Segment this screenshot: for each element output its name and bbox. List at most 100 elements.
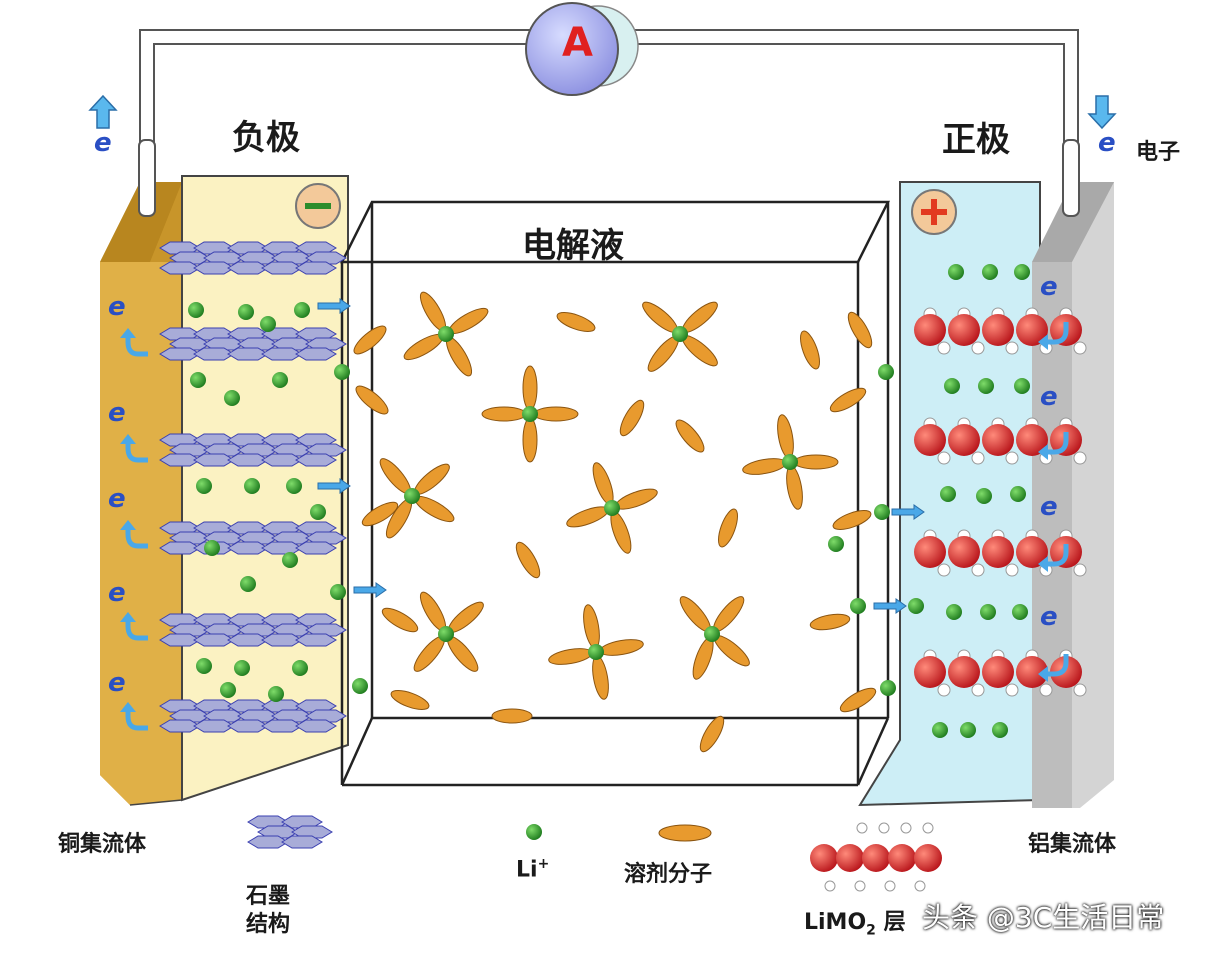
li-ion-dot xyxy=(404,488,420,504)
positive-sign-icon xyxy=(911,189,957,235)
li-ion-dot xyxy=(268,686,284,702)
anode-label: 负极 xyxy=(232,118,300,158)
solvent-molecule xyxy=(777,414,794,459)
electron-symbol: e xyxy=(108,398,126,428)
li-ion-dot xyxy=(982,264,998,280)
li-ion-dot xyxy=(940,486,956,502)
oxygen-atom xyxy=(1005,683,1019,697)
li-ion-dot xyxy=(946,604,962,620)
electron-flow-arrow-icon xyxy=(1044,654,1069,677)
li-ion-dot xyxy=(204,540,220,556)
li-ion-dot xyxy=(944,378,960,394)
oxygen-atom xyxy=(937,683,951,697)
solvent-molecule xyxy=(839,687,877,713)
li-ion-dot xyxy=(1010,486,1026,502)
graphite-hexagon xyxy=(295,347,337,361)
li-ion-dot xyxy=(672,326,688,342)
electron-label: 电子 xyxy=(1136,140,1181,165)
li-ion-dot xyxy=(310,504,326,520)
oxygen-atom xyxy=(878,822,890,834)
metal-oxide-atom xyxy=(982,314,1014,346)
li-ion-dot xyxy=(438,626,454,642)
metal-oxide-atom xyxy=(1016,656,1048,688)
migration-arrow-icon xyxy=(317,478,351,494)
solvent-molecule xyxy=(829,387,867,413)
solvent-molecule xyxy=(566,506,609,528)
solvent-molecule xyxy=(583,604,600,649)
ammeter-label: A xyxy=(562,20,593,66)
li-ion-dot xyxy=(588,644,604,660)
li-ion-label: Li+ xyxy=(516,856,550,883)
solvent-molecule xyxy=(381,607,419,633)
metal-oxide-atom xyxy=(862,844,890,872)
oxygen-atom xyxy=(1039,683,1053,697)
oxygen-atom xyxy=(937,451,951,465)
graphite-layers xyxy=(159,241,347,733)
solvent-molecule xyxy=(692,637,714,680)
limo2-label: LiMO2 层 xyxy=(804,910,906,939)
electron-flow-arrow-icon xyxy=(125,528,148,549)
solvent-molecule xyxy=(355,385,389,415)
metal-oxide-atom xyxy=(982,424,1014,456)
electron-flow-arrow-icon xyxy=(125,710,148,731)
li-ion-dot xyxy=(272,372,288,388)
copper-collector-label: 铜集流体 xyxy=(58,832,147,857)
graphite-hexagon xyxy=(295,541,337,555)
electron-up-arrow-icon xyxy=(88,94,118,129)
electrolyte-label: 电解液 xyxy=(522,226,624,266)
graphite-hexagon xyxy=(295,453,337,467)
electron-flow-arrowhead-icon xyxy=(120,612,136,622)
electron-flow-arrowhead-icon xyxy=(120,520,136,530)
li-ion-dot xyxy=(1014,378,1030,394)
li-ion-dot xyxy=(188,302,204,318)
graphite-label-line2: 结构 xyxy=(246,912,291,937)
oxygen-atom xyxy=(937,341,951,355)
metal-oxide-atom xyxy=(982,536,1014,568)
legend-li-ion-icon xyxy=(526,824,542,840)
solvent-molecule xyxy=(615,488,658,510)
solvent-molecule xyxy=(548,648,593,665)
li-ion-dot xyxy=(220,682,236,698)
li-ion-dot xyxy=(224,390,240,406)
li-ion-dot xyxy=(352,678,368,694)
oxygen-atom xyxy=(1073,451,1087,465)
li-ion-dot xyxy=(1012,604,1028,620)
solvent-molecule xyxy=(481,406,527,422)
electron-curved-arrows xyxy=(120,322,1069,731)
metal-oxide-atom xyxy=(948,656,980,688)
solvent-molecule xyxy=(599,639,644,656)
negative-sign-icon xyxy=(295,183,341,229)
li-ion-dot xyxy=(992,722,1008,738)
li-ion-dot xyxy=(828,536,844,552)
electron-flow-arrowhead-icon xyxy=(120,702,136,712)
li-ion-dot xyxy=(782,454,798,470)
graphite-hexagon xyxy=(295,261,337,275)
oxygen-atom xyxy=(856,822,868,834)
li-ion-dot xyxy=(196,478,212,494)
oxygen-atom xyxy=(824,880,836,892)
li-ion-dot xyxy=(878,364,894,380)
graphite-hexagon xyxy=(281,835,323,849)
electron-flow-arrow-icon xyxy=(125,336,148,357)
oxygen-atom xyxy=(937,563,951,577)
electron-flow-arrow-icon xyxy=(125,442,148,463)
electron-symbol: e xyxy=(108,292,126,322)
li-ion-dot xyxy=(704,626,720,642)
migration-arrow-icon xyxy=(317,298,351,314)
li-ion-dot xyxy=(234,660,250,676)
oxygen-atom xyxy=(971,451,985,465)
solvent-molecule xyxy=(390,690,430,710)
metal-oxide-atom xyxy=(1016,424,1048,456)
solvent-molecules xyxy=(353,291,877,753)
migration-arrow-icon xyxy=(353,582,387,598)
li-ion-dot xyxy=(282,552,298,568)
oxygen-atom xyxy=(1005,563,1019,577)
li-ion-dot xyxy=(330,584,346,600)
electron-flow-arrowhead-icon xyxy=(120,328,136,338)
electron-flow-arrow-icon xyxy=(1044,322,1069,345)
electron-flow-arrowhead-icon xyxy=(120,434,136,444)
li-ion-dot xyxy=(334,364,350,380)
metal-oxide-atom xyxy=(914,424,946,456)
li-ion-dot xyxy=(286,478,302,494)
solvent-label: 溶剂分子 xyxy=(624,862,713,887)
